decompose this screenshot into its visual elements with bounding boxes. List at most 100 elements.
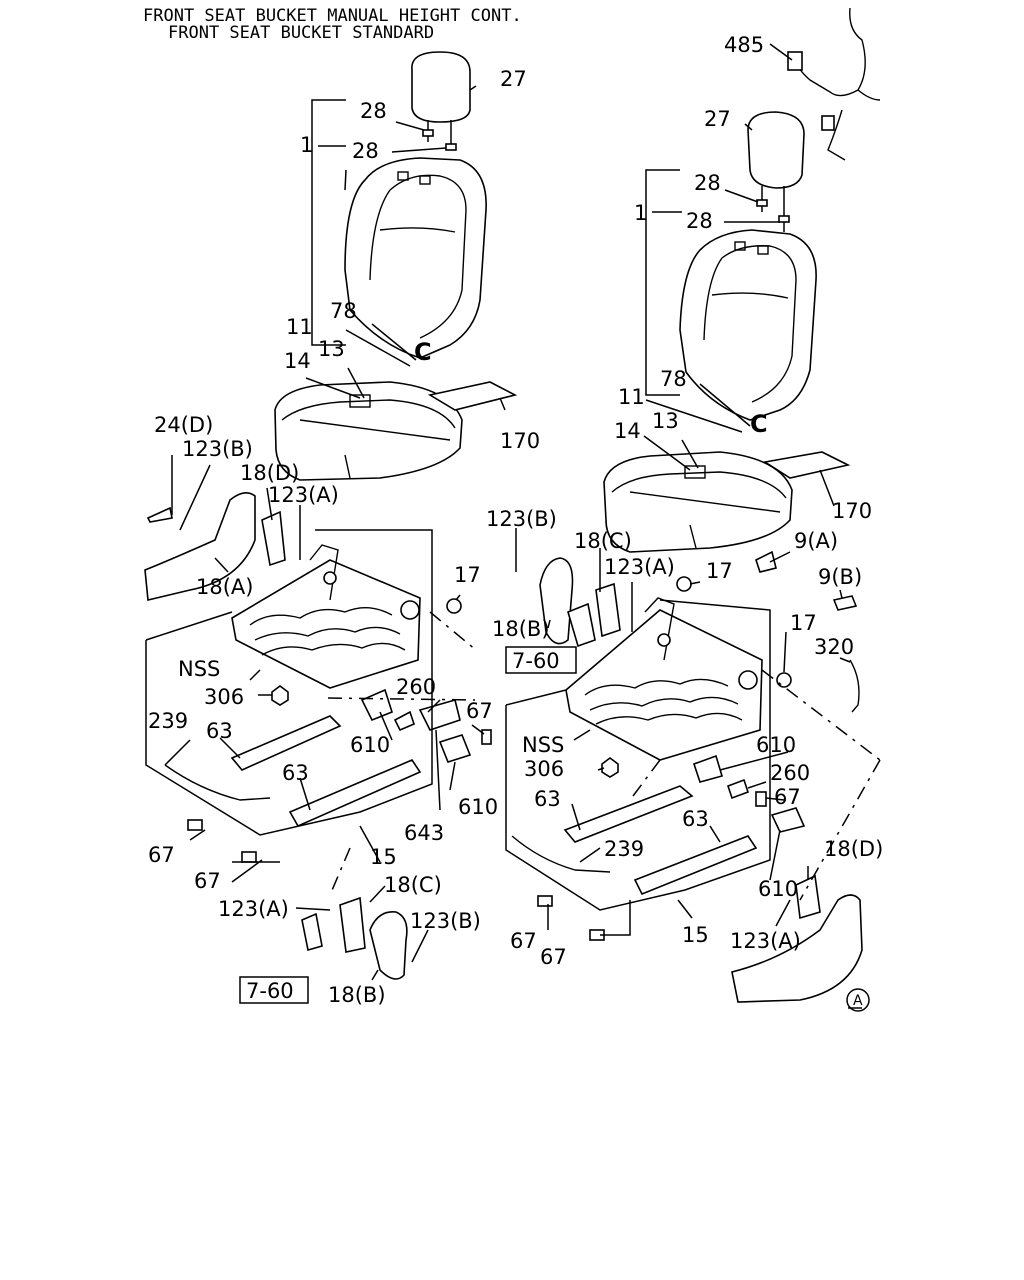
right-label-27: 27: [704, 107, 731, 131]
right-label-1: 1: [634, 201, 647, 225]
left-part-260: [393, 710, 415, 732]
right-seat-frame: [565, 597, 763, 761]
right-harness-plug: [821, 115, 835, 131]
left-rail-63a: [230, 715, 342, 771]
left-label-123b: 123(B): [182, 437, 253, 461]
right-label-239: 239: [604, 837, 644, 861]
right-circle-a: [846, 988, 870, 1012]
right-bolt-17a: [676, 576, 692, 592]
right-label-15: 15: [682, 923, 709, 947]
left-label-13: 13: [318, 337, 345, 361]
left-label-78: 78: [330, 299, 357, 323]
left-handle: [301, 912, 323, 952]
left-pad-170: [427, 381, 518, 411]
left-part-24d: [146, 506, 173, 523]
right-part-9a: [755, 550, 777, 573]
left-label-18d: 18(D): [240, 461, 299, 485]
right-label-13: 13: [652, 409, 679, 433]
right-label-485: 485: [724, 33, 764, 57]
left-label-67c: 67: [194, 869, 221, 893]
right-headrest: [747, 111, 805, 232]
right-assembly: [505, 7, 881, 1012]
right-label-123a: 123(A): [604, 555, 675, 579]
right-bolt-67a: [755, 791, 767, 807]
left-label-1: 1: [300, 133, 313, 157]
left-label-15: 15: [370, 845, 397, 869]
right-cover-18b: [539, 557, 574, 645]
right-label-c: C: [750, 410, 768, 438]
right-ref-label: 7-60: [512, 649, 560, 673]
right-label-28a: 28: [694, 171, 721, 195]
header-line2: FRONT SEAT BUCKET STANDARD: [168, 23, 434, 43]
right-bolt-17b: [776, 672, 792, 688]
left-assembly: [144, 51, 518, 1004]
left-bolt-67a: [481, 729, 492, 745]
right-label-9b: 9(B): [818, 565, 862, 589]
right-label-67b: 67: [510, 929, 537, 953]
right-ref-box: [505, 646, 577, 674]
right-nut-306: [601, 757, 619, 778]
left-nut-306: [271, 685, 289, 706]
right-label-170: 170: [832, 499, 872, 523]
left-seat-cushion: [274, 381, 463, 481]
left-headrest: [411, 51, 471, 151]
right-part-610b: [770, 807, 806, 833]
left-label-18b: 18(B): [328, 983, 386, 1007]
left-label-239: 239: [148, 709, 188, 733]
left-label-610b: 610: [458, 795, 498, 819]
left-label-24d: 24(D): [154, 413, 213, 437]
left-wire-239: [164, 764, 271, 801]
left-label-nss: NSS: [178, 657, 220, 681]
right-cover-a: [731, 894, 863, 1003]
left-label-14: 14: [284, 349, 311, 373]
right-label-a: A: [853, 993, 863, 1009]
left-label-123b2: 123(B): [410, 909, 481, 933]
right-seat-cushion: [603, 451, 793, 553]
left-label-28b: 28: [352, 139, 379, 163]
left-part-610a: [360, 688, 393, 722]
left-label-18a: 18(A): [196, 575, 253, 599]
right-label-610b: 610: [758, 877, 798, 901]
left-label-18c: 18(C): [384, 873, 442, 897]
left-label-67a: 67: [466, 699, 493, 723]
left-label-170: 170: [500, 429, 540, 453]
right-label-17b: 17: [790, 611, 817, 635]
right-part-260: [726, 778, 750, 800]
header-line1: FRONT SEAT BUCKET MANUAL HEIGHT CONT.: [143, 6, 522, 26]
right-handle: [567, 602, 596, 648]
right-label-260: 260: [770, 761, 810, 785]
right-rail-63a: [563, 785, 694, 843]
right-label-67c: 67: [540, 945, 567, 969]
right-label-78: 78: [660, 367, 687, 391]
left-label-17: 17: [454, 563, 481, 587]
left-label-63a: 63: [206, 719, 233, 743]
left-bolt-67c: [241, 851, 257, 863]
right-label-18c: 18(C): [574, 529, 632, 553]
left-cover-18b: [369, 911, 408, 980]
left-part-610b: [438, 734, 472, 763]
left-label-28a: 28: [360, 99, 387, 123]
right-label-123b: 123(B): [486, 507, 557, 531]
right-label-123a2: 123(A): [730, 929, 801, 953]
right-bracket-18c: [595, 582, 621, 638]
left-label-123a2: 123(A): [218, 897, 289, 921]
right-label-28b: 28: [686, 209, 713, 233]
right-bracket-18d: [795, 874, 821, 920]
left-seat-back: [344, 157, 487, 359]
right-wire-239: [511, 835, 611, 873]
right-label-9a: 9(A): [794, 529, 838, 553]
right-part-610a: [692, 754, 724, 783]
left-label-27: 27: [500, 67, 527, 91]
right-label-17a: 17: [706, 559, 733, 583]
left-ref-box: [239, 976, 309, 1004]
left-bracket-18c: [339, 896, 366, 953]
left-bolt-67b: [187, 819, 203, 831]
left-label-67b: 67: [148, 843, 175, 867]
right-label-67a: 67: [774, 785, 801, 809]
right-seat-back: [679, 229, 817, 421]
right-label-14: 14: [614, 419, 641, 443]
left-cover-18a: [144, 492, 256, 601]
left-part-643: [418, 699, 461, 731]
left-label-643: 643: [404, 821, 444, 845]
right-label-18b: 18(B): [492, 617, 550, 641]
